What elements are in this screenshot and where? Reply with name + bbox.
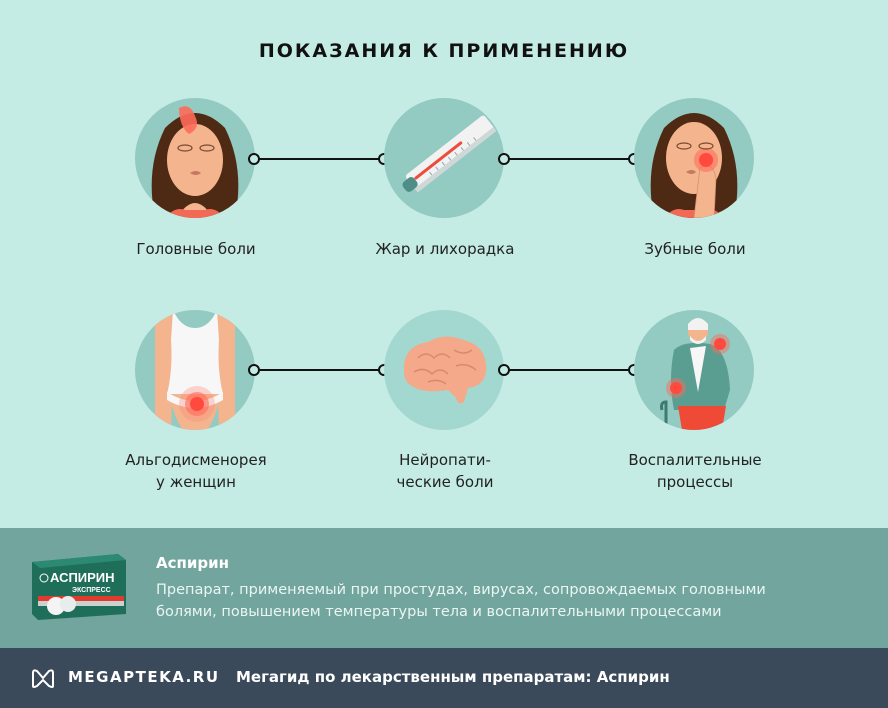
indication-label-algodysmenorrhea: Альгодисменорея у женщин [76, 449, 316, 493]
indication-label-fever: Жар и лихорадка [375, 240, 515, 258]
pack-sub-text: ЭКСПРЕСС [72, 587, 111, 594]
label-line-1: Нейропати- [399, 451, 491, 469]
pack-brand-text: АСПИРИН [50, 570, 115, 585]
label-line-1: Воспалительные [628, 451, 762, 469]
brand-name-link[interactable]: MEGAPTEKA.RU [68, 668, 220, 686]
abdominal-pain-icon [135, 310, 255, 430]
brain-icon [384, 310, 504, 430]
product-name: Аспирин [156, 554, 229, 572]
elderly-joint-pain-icon [634, 310, 754, 430]
description-line-1: Препарат, применяемый при простудах, вир… [156, 582, 766, 598]
aspirin-pack-image: АСПИРИН ЭКСПРЕСС [28, 550, 128, 620]
label-line-2: у женщин [156, 473, 236, 491]
connector [498, 152, 640, 166]
indication-label-neuropathic: Нейропати- ческие боли [325, 449, 565, 493]
thermometer-icon [384, 98, 504, 218]
footer-caption: Мегагид по лекарственным препаратам: Асп… [236, 668, 670, 686]
description-line-2: болями, повышением температуры тела и во… [156, 604, 722, 620]
label-line-1: Альгодисменорея [125, 451, 267, 469]
toothache-woman-icon [634, 98, 754, 218]
connector [498, 363, 640, 377]
product-info-band: АСПИРИН ЭКСПРЕСС Аспирин Препарат, приме… [0, 528, 888, 648]
page-title: ПОКАЗАНИЯ К ПРИМЕНЕНИЮ [258, 40, 630, 62]
indication-label-inflammation: Воспалительные процессы [575, 449, 815, 493]
headache-woman-icon [135, 98, 255, 218]
indication-label-headache: Головные боли [136, 240, 256, 258]
footer: MEGAPTEKA.RU Мегагид по лекарственным пр… [0, 648, 888, 708]
connector [248, 363, 390, 377]
label-line-2: ческие боли [396, 473, 494, 491]
indications-panel: ПОКАЗАНИЯ К ПРИМЕНЕНИЮ [76, 40, 815, 493]
megapteka-logo-icon[interactable] [30, 667, 56, 689]
product-description: Препарат, применяемый при простудах, вир… [156, 579, 856, 623]
indication-label-toothache: Зубные боли [644, 240, 746, 258]
connector [248, 152, 390, 166]
label-line-2: процессы [656, 473, 734, 491]
